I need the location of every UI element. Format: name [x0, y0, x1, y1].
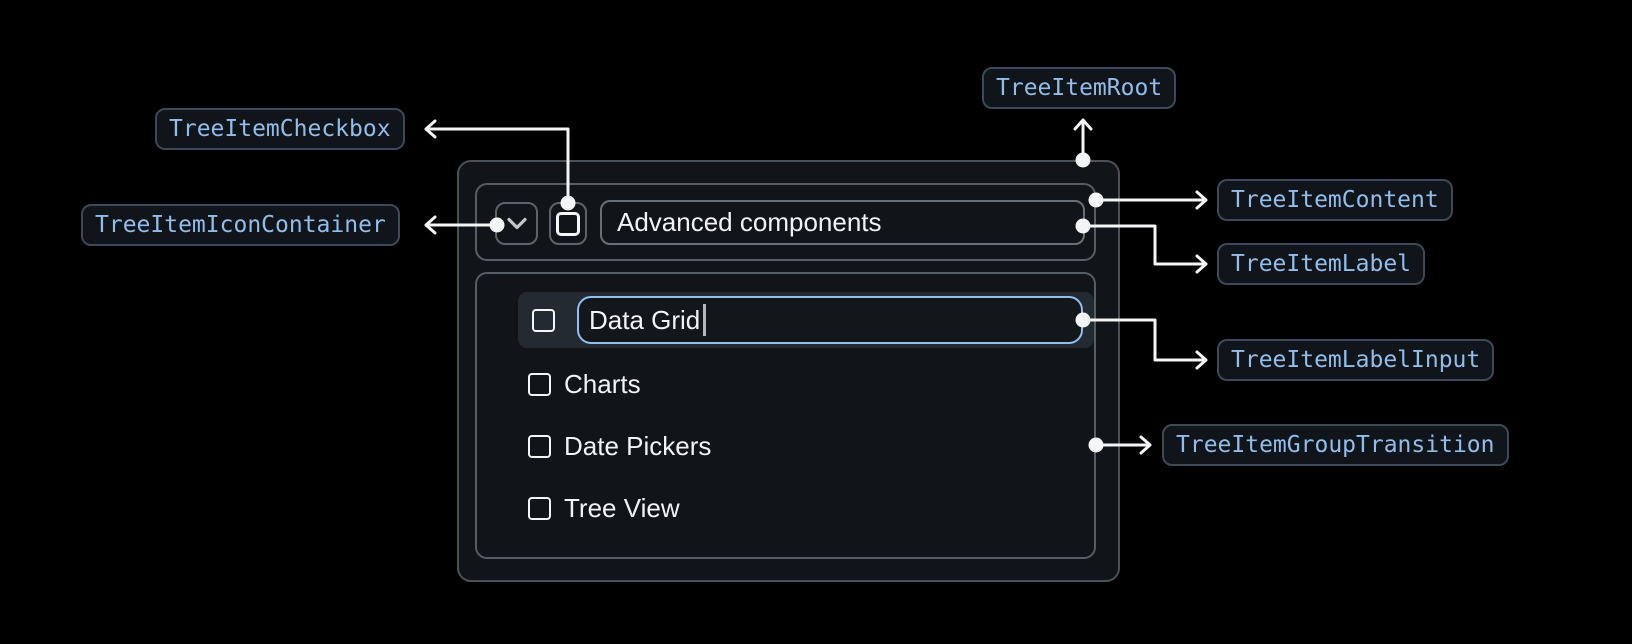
tree-item-row[interactable]: Tree View — [528, 480, 680, 536]
checkbox-unchecked-icon — [556, 211, 580, 236]
annotation-tree-item-checkbox: TreeItemCheckbox — [155, 108, 405, 150]
annotation-tree-item-label-input: TreeItemLabelInput — [1217, 339, 1495, 381]
label-input-value: Data Grid — [589, 304, 701, 335]
tree-item-row[interactable]: Date Pickers — [528, 418, 711, 474]
annotation-tree-item-group-transition: TreeItemGroupTransition — [1162, 424, 1509, 466]
tree-item-row-editing[interactable]: Data Grid — [518, 292, 1094, 348]
annotation-tree-item-root: TreeItemRoot — [982, 67, 1177, 109]
annotation-tree-item-icon-container: TreeItemIconContainer — [81, 204, 400, 246]
item-label: Date Pickers — [564, 430, 712, 461]
annotation-tree-item-content: TreeItemContent — [1217, 179, 1453, 221]
tree-item-root: Advanced components Data Grid Charts Dat… — [457, 160, 1120, 582]
tree-item-label: Advanced components — [600, 200, 1085, 245]
tree-item-group-transition: Data Grid Charts Date Pickers Tree View — [475, 272, 1096, 559]
parent-item-label: Advanced components — [617, 207, 882, 237]
checkbox-unchecked-icon[interactable] — [528, 496, 551, 520]
tree-item-content[interactable]: Advanced components — [475, 183, 1096, 261]
tree-item-checkbox[interactable] — [549, 202, 587, 245]
checkbox-unchecked-icon[interactable] — [528, 372, 551, 396]
item-label: Charts — [564, 368, 641, 399]
text-caret — [703, 304, 706, 336]
checkbox-unchecked-icon[interactable] — [532, 309, 555, 332]
tree-item-icon-container[interactable] — [495, 202, 538, 245]
item-label: Tree View — [564, 492, 680, 523]
tree-item-label-input[interactable]: Data Grid — [577, 296, 1083, 344]
checkbox-unchecked-icon[interactable] — [528, 434, 551, 458]
annotation-tree-item-label: TreeItemLabel — [1217, 243, 1426, 285]
chevron-down-icon — [506, 217, 527, 230]
tree-item-row[interactable]: Charts — [528, 356, 641, 412]
